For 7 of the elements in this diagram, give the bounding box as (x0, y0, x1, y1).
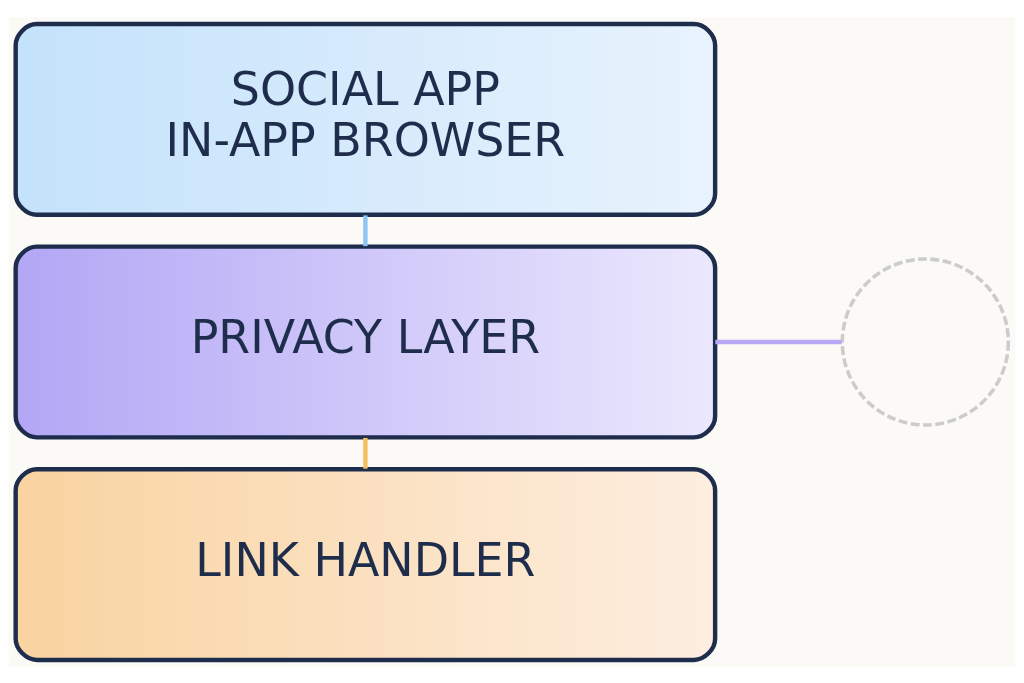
node-circle (840, 256, 1011, 427)
connector (363, 437, 368, 469)
connector (715, 339, 842, 344)
node-box: SOCIAL APP IN-APP BROWSER (13, 21, 718, 217)
connector (363, 214, 368, 246)
node-box: PRIVACY LAYER (13, 243, 718, 440)
node-box: LINK HANDLER (13, 466, 718, 662)
